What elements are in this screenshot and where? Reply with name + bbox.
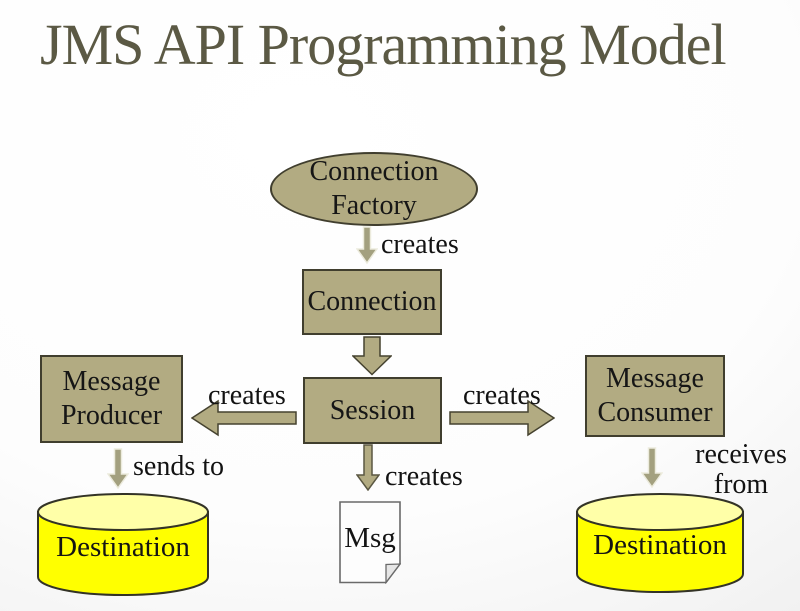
arrow-consumer-to-destination-icon [641,447,663,488]
edge-label-sends-to: sends to [133,451,224,482]
cylinder-destination-left [37,493,209,596]
connection-factory-label-line2: Factory [331,190,417,221]
message-consumer-label-line1: Message [606,363,704,395]
destination-left-label: Destination [56,531,190,563]
connection-label: Connection [307,286,437,318]
session-label: Session [329,394,416,426]
msg-label: Msg [344,522,396,554]
node-message-producer: Message Producer [40,355,183,443]
edge-label-factory-creates: creates [381,229,459,260]
connection-factory-label-line1: Connection [309,156,439,188]
arrow-session-to-msg-icon [356,444,380,491]
edge-label-receives-line2: from [713,469,769,501]
arrow-factory-to-connection-icon [356,226,378,264]
edge-label-receives-line1: receives [695,439,787,470]
node-message-consumer: Message Consumer [585,355,725,437]
node-connection-factory: Connection Factory [270,152,478,226]
destination-right-label: Destination [593,529,727,561]
edge-label-session-creates-producer: creates [208,380,286,411]
message-producer-label-line1: Message [62,366,161,398]
edge-label-session-creates-msg: creates [385,461,463,492]
arrow-producer-to-destination-icon [107,448,129,489]
page-title: JMS API Programming Model [40,12,727,77]
cylinder-destination-right [576,493,744,593]
node-connection: Connection [302,269,442,335]
message-producer-label-line2: Producer [60,400,163,431]
document-msg-shape [339,501,401,584]
edge-label-session-creates-consumer: creates [463,380,541,411]
arrow-connection-to-session-icon [352,336,392,376]
edge-label-receives-from: receives from [685,439,797,501]
arrow-session-to-consumer-icon [449,399,555,437]
arrow-session-to-producer-icon [191,399,297,437]
message-consumer-label-line2: Consumer [597,397,713,428]
node-session: Session [303,377,442,444]
